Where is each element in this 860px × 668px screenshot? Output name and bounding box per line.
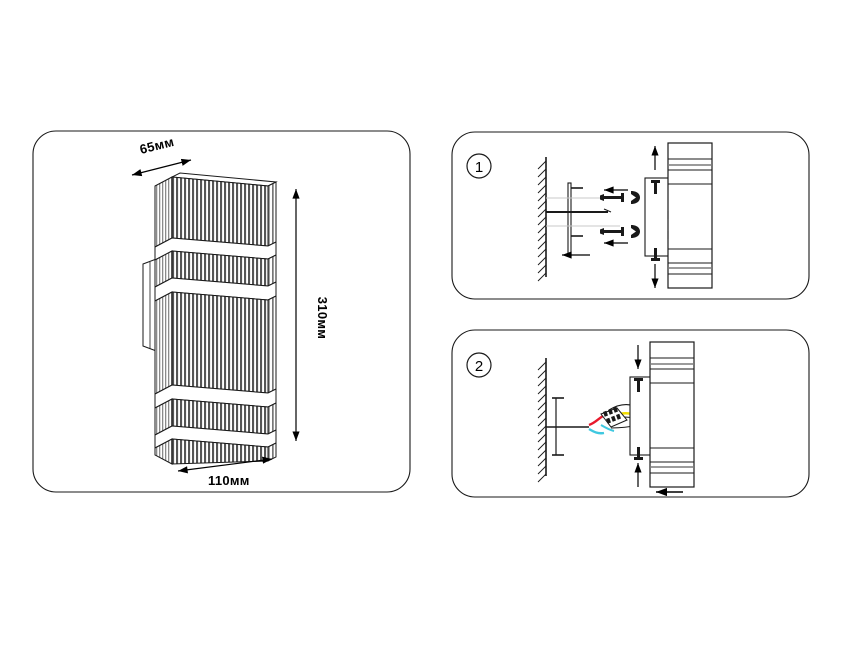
step-two-bottom-assembly bbox=[634, 447, 643, 487]
step-one-wall-hatching bbox=[537, 160, 547, 282]
dimension-width-label: 110мм bbox=[208, 473, 250, 488]
step-one-fastener-lower bbox=[600, 225, 640, 247]
step-one-screw-bottom bbox=[651, 248, 660, 261]
wire-live-red bbox=[588, 414, 604, 427]
step-one-circle bbox=[466, 153, 492, 179]
step-one-fixture-outline bbox=[667, 142, 713, 289]
dimension-width: 110мм bbox=[177, 456, 273, 488]
terminal-block-ports bbox=[603, 406, 621, 424]
step-one-panel-border bbox=[451, 131, 810, 300]
lamp-segment-lower bbox=[154, 398, 277, 436]
dimension-width-arrow bbox=[177, 456, 273, 474]
step-two-wall-hatching bbox=[537, 361, 547, 483]
step-two-circle bbox=[466, 352, 492, 378]
step-two-terminal-block bbox=[588, 403, 641, 435]
step-two-screw-bottom bbox=[634, 447, 643, 460]
step-one-fixture-body bbox=[667, 142, 713, 289]
step-one-fastener-upper bbox=[600, 186, 640, 204]
product-dimension-panel bbox=[32, 130, 411, 493]
step-one-screw-top bbox=[651, 180, 660, 194]
step-two-wall bbox=[537, 358, 547, 483]
step-one-rod-tip bbox=[603, 208, 612, 213]
step-one-bracket-plate bbox=[567, 182, 572, 257]
wire-neutral-tail bbox=[600, 424, 615, 432]
wall-lamp-illustration bbox=[142, 172, 278, 465]
lamp-segment-top bbox=[154, 172, 278, 248]
step-one-top-assembly bbox=[651, 146, 660, 194]
dimension-depth-label: 65мм bbox=[138, 134, 175, 157]
lamp-segment-main bbox=[154, 291, 277, 395]
step-one-bracket bbox=[546, 182, 612, 257]
step-one-anchor-upper bbox=[631, 191, 640, 204]
step-two-number-badge: 2 bbox=[466, 352, 492, 378]
dimension-height: 310мм bbox=[292, 189, 330, 441]
step-two-screw-top bbox=[634, 378, 643, 392]
step-one-anchor-lower bbox=[631, 225, 640, 238]
step-two-fixture-body bbox=[649, 341, 695, 488]
dimension-depth-arrow bbox=[131, 158, 192, 177]
step-two-number: 2 bbox=[475, 358, 483, 375]
dimension-height-label: 310мм bbox=[315, 297, 330, 339]
lamp-segment-upper bbox=[154, 250, 277, 288]
step-one-screw-lower bbox=[600, 227, 624, 236]
step-one-screw-upper bbox=[600, 193, 624, 202]
step-two-panel: 2 bbox=[451, 329, 810, 498]
step-one-bottom-assembly bbox=[651, 248, 660, 288]
step-two-panel-border bbox=[451, 329, 810, 498]
step-one-number-badge: 1 bbox=[466, 153, 492, 179]
step-one-wall bbox=[537, 157, 547, 282]
step-one-panel: 1 bbox=[451, 131, 810, 300]
step-two-top-assembly bbox=[634, 345, 643, 392]
wire-neutral-cyan bbox=[588, 427, 605, 435]
product-panel-border bbox=[32, 130, 411, 493]
step-two-fixture-outline bbox=[649, 341, 695, 488]
step-one-number: 1 bbox=[475, 159, 483, 176]
dimension-depth: 65мм bbox=[131, 134, 192, 177]
